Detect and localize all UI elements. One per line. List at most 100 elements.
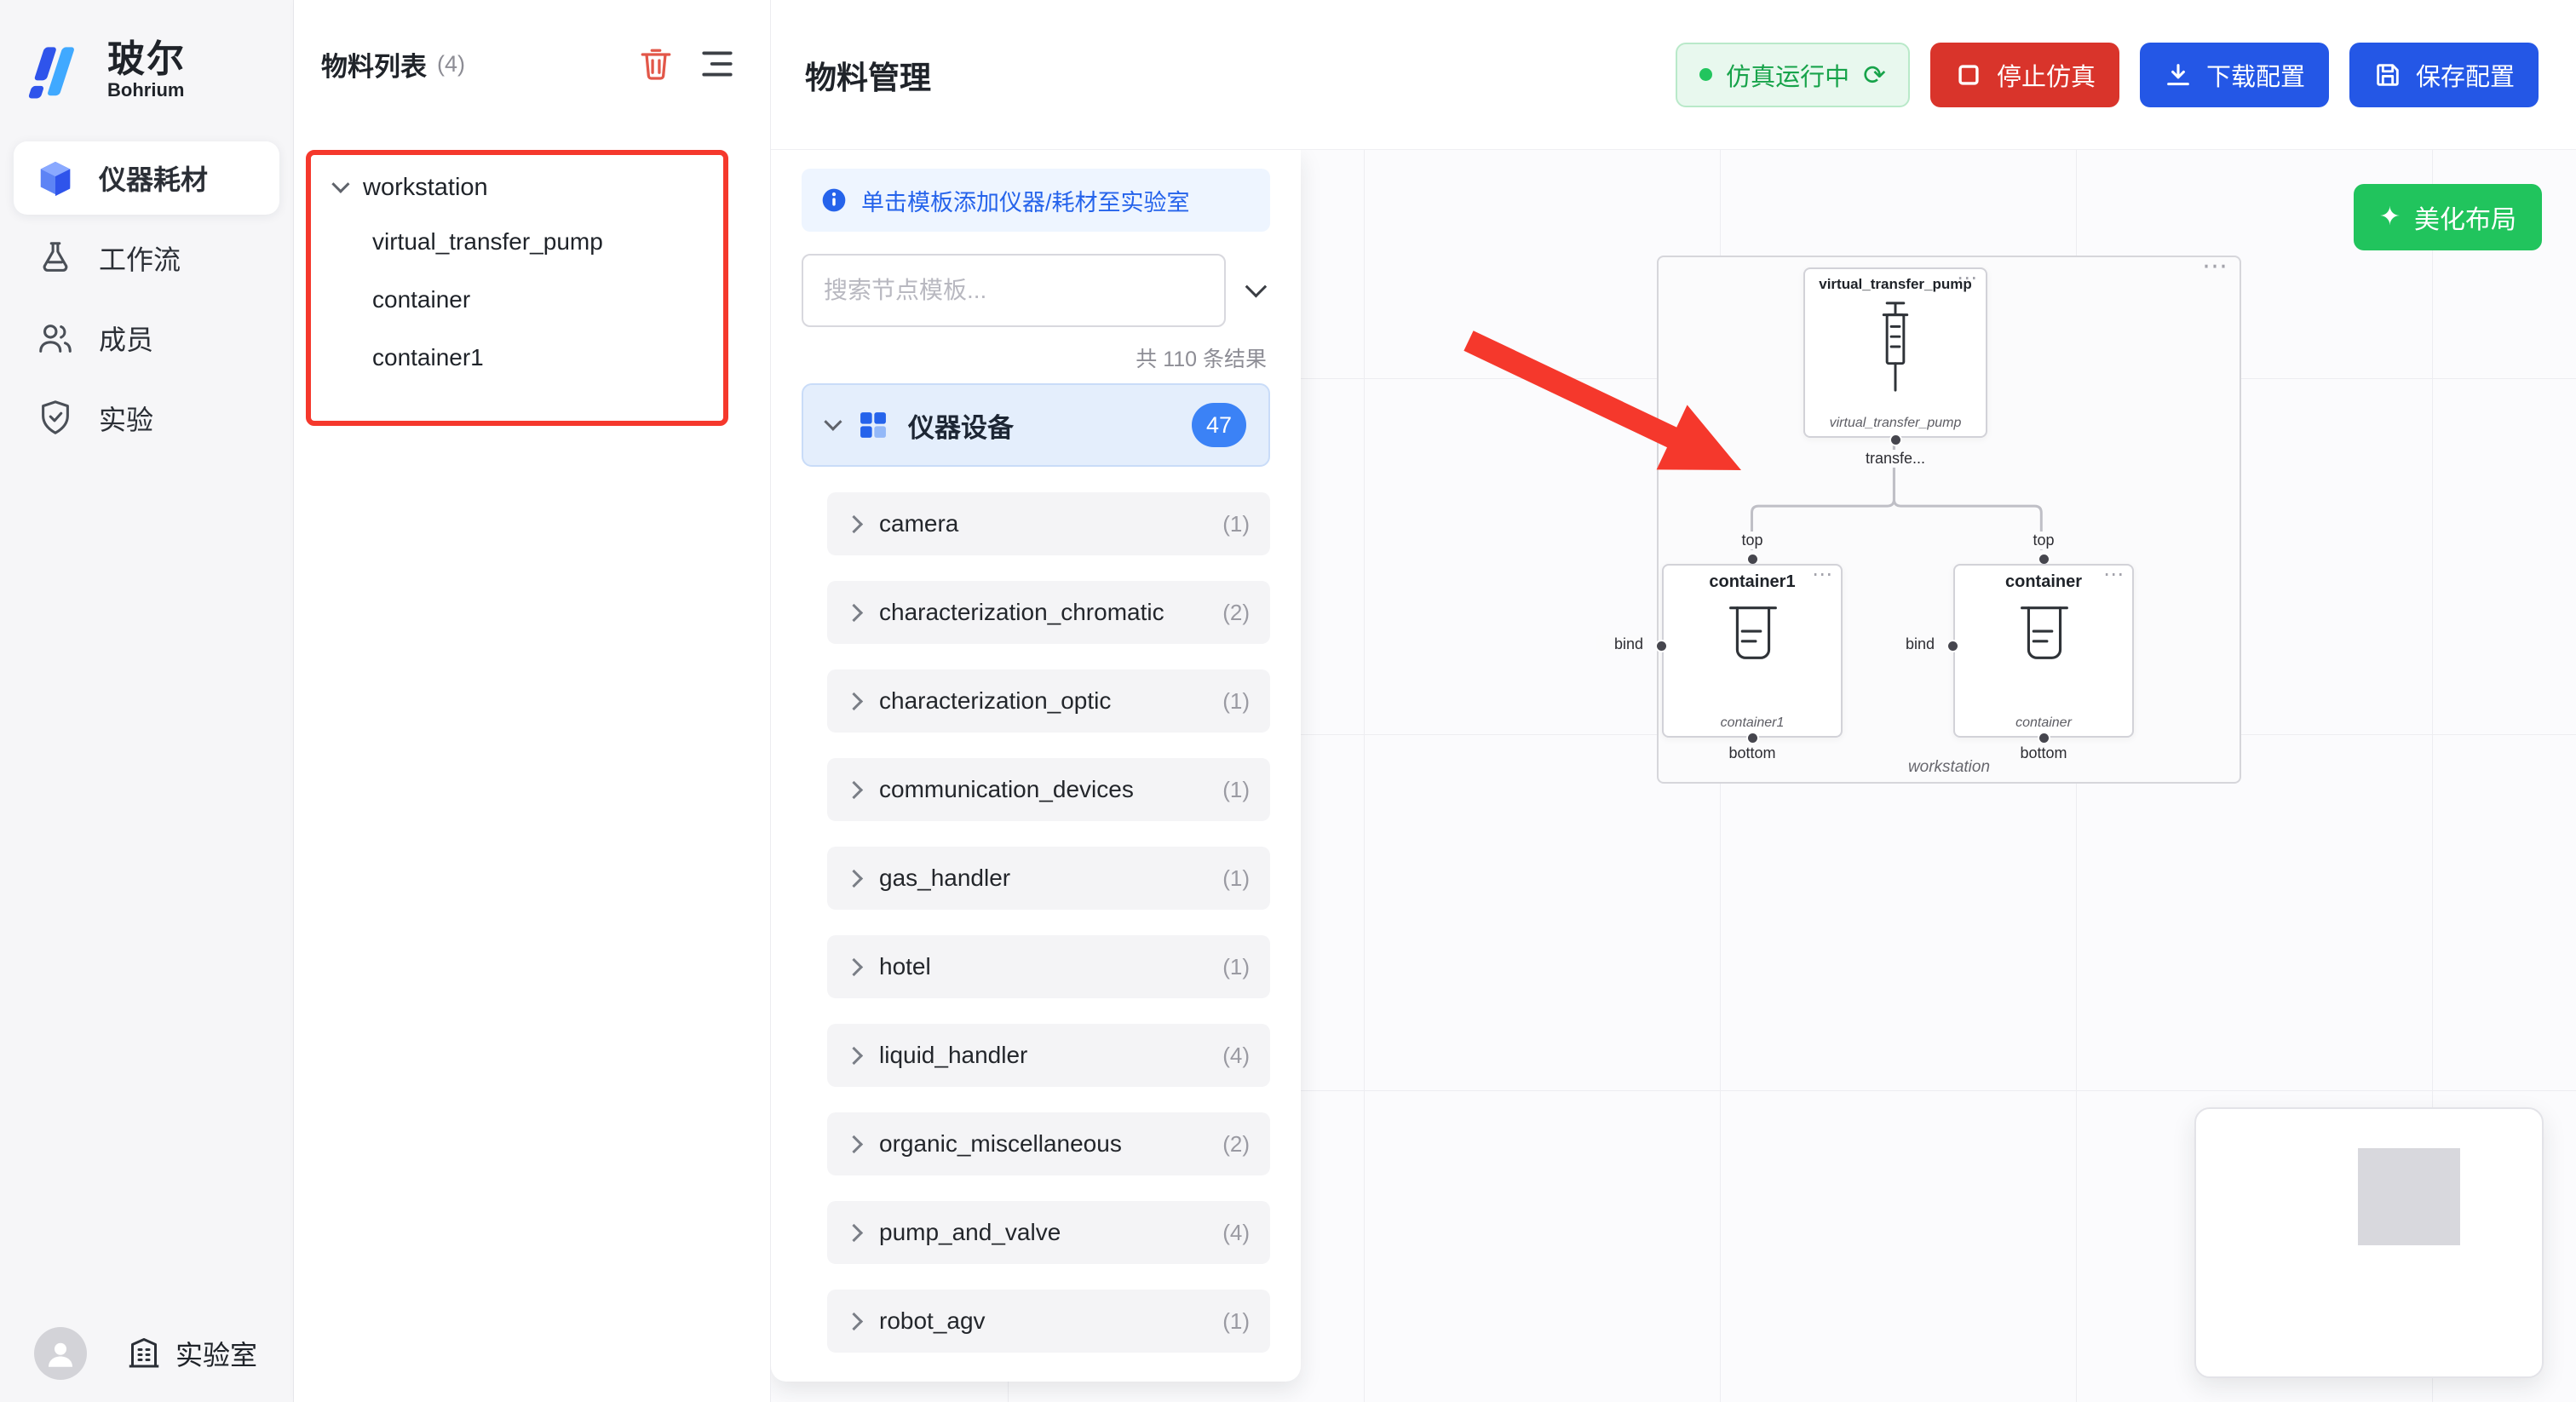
item-label: camera <box>879 510 959 537</box>
node-virtual-transfer-pump[interactable]: virtual_transfer_pump ⋯ virtual_transfer… <box>1803 267 1987 438</box>
outline-list-button[interactable] <box>695 42 739 86</box>
logo-text: 玻尔 Bohrium <box>107 39 186 101</box>
tree-item-virtual-transfer-pump[interactable]: virtual_transfer_pump <box>294 213 770 271</box>
category-instruments[interactable]: 仪器设备 47 <box>802 383 1270 467</box>
refresh-icon[interactable]: ⟳ <box>1863 59 1886 90</box>
palette-item-camera[interactable]: camera (1) <box>827 492 1270 555</box>
palette-item-liquid-handler[interactable]: liquid_handler (4) <box>827 1024 1270 1087</box>
outline-list-icon <box>702 51 733 77</box>
trash-button[interactable] <box>634 42 678 86</box>
info-icon <box>822 188 846 212</box>
tree-child-label: virtual_transfer_pump <box>372 228 603 255</box>
pump-transfer-port[interactable] <box>1891 435 1900 445</box>
stop-simulation-button[interactable]: 停止仿真 <box>1929 42 2119 107</box>
item-count: (4) <box>1222 1042 1250 1068</box>
stop-label: 停止仿真 <box>1996 63 2096 91</box>
sidebar-footer: 实验室 <box>0 1327 293 1380</box>
chevron-right-icon <box>844 869 864 888</box>
diagram-canvas[interactable]: 单击模板添加仪器/耗材至实验室 共 110 条结果 <box>771 150 2576 1402</box>
status-dot-icon <box>1699 68 1713 81</box>
chevron-right-icon <box>844 1223 864 1242</box>
palette-item-characterization-chromatic[interactable]: characterization_chromatic (2) <box>827 581 1270 644</box>
node-container[interactable]: container ⋯ container <box>1953 563 2134 738</box>
palette-info-banner: 单击模板添加仪器/耗材至实验室 <box>802 169 1270 232</box>
container-bind-label: bind <box>1887 635 1938 653</box>
sidebar-item-experiments[interactable]: 实验 <box>14 382 279 455</box>
item-label: characterization_optic <box>879 687 1112 714</box>
tree-child-label: container1 <box>372 344 484 371</box>
palette-item-communication-devices[interactable]: communication_devices (1) <box>827 758 1270 821</box>
palette-item-hotel[interactable]: hotel (1) <box>827 935 1270 998</box>
minimap-viewport[interactable] <box>2358 1148 2460 1245</box>
download-config-button[interactable]: 下载配置 <box>2139 42 2329 107</box>
node-title: container <box>2004 572 2083 591</box>
sidebar-item-label: 成员 <box>99 325 154 355</box>
result-count: 共 110 条结果 <box>1136 348 1267 371</box>
container1-bind-port[interactable] <box>1657 641 1666 651</box>
sidebar-item-instruments[interactable]: 仪器耗材 <box>14 141 279 215</box>
sidebar-item-members[interactable]: 成员 <box>14 302 279 375</box>
container1-top-port[interactable] <box>1748 554 1757 564</box>
sidebar-item-label: 工作流 <box>99 244 181 275</box>
bohrium-logo-icon <box>28 47 74 99</box>
container-top-label: top <box>2010 531 2078 549</box>
beaker-icon <box>1955 595 2132 674</box>
page-title: 物料管理 <box>805 60 931 95</box>
palette-item-pump-and-valve[interactable]: pump_and_valve (4) <box>827 1201 1270 1264</box>
beautify-layout-button[interactable]: ✦ 美化布局 <box>2353 184 2542 250</box>
item-label: hotel <box>879 953 931 980</box>
palette-item-gas-handler[interactable]: gas_handler (1) <box>827 847 1270 910</box>
tree-item-container1[interactable]: container1 <box>294 329 770 387</box>
chevron-right-icon <box>844 514 864 533</box>
workstation-group-node[interactable]: ⋯ virtual_transfer_pump ⋯ virtua <box>1596 252 2241 784</box>
group-menu-icon[interactable]: ⋯ <box>2202 252 2228 280</box>
tree-item-container[interactable]: container <box>294 271 770 329</box>
simulation-status-pill[interactable]: 仿真运行中 ⟳ <box>1676 42 1910 107</box>
tree-root-label: workstation <box>363 173 488 201</box>
avatar[interactable] <box>34 1327 87 1380</box>
chevron-right-icon <box>844 692 864 710</box>
node-menu-icon[interactable]: ⋯ <box>2103 563 2124 586</box>
item-count: (1) <box>1222 687 1250 714</box>
logo[interactable]: 玻尔 Bohrium <box>0 0 293 104</box>
beautify-label: 美化布局 <box>2414 206 2516 234</box>
collapse-all-button[interactable] <box>1239 276 1270 298</box>
palette-item-robot-agv[interactable]: robot_agv (1) <box>827 1290 1270 1353</box>
node-palette: 单击模板添加仪器/耗材至实验室 共 110 条结果 <box>771 150 1301 1382</box>
node-container1[interactable]: container1 ⋯ container1 <box>1662 563 1843 738</box>
chevron-right-icon <box>844 1135 864 1153</box>
save-config-button[interactable]: 保存配置 <box>2349 42 2539 107</box>
container1-bind-label: bind <box>1596 635 1647 653</box>
item-count: (2) <box>1222 1130 1250 1157</box>
chevron-right-icon <box>844 780 864 799</box>
sidebar-item-workflow[interactable]: 工作流 <box>14 221 279 295</box>
material-list-actions <box>634 42 739 86</box>
main-area: 物料管理 仿真运行中 ⟳ 停止仿真 下载配置 <box>771 0 2576 1402</box>
node-menu-icon[interactable]: ⋯ <box>1957 267 1977 290</box>
node-menu-icon[interactable]: ⋯ <box>1812 563 1832 586</box>
node-title: container1 <box>1709 572 1796 591</box>
minimap[interactable] <box>2194 1107 2544 1378</box>
tree-item-workstation[interactable]: workstation <box>294 162 770 213</box>
sidebar-item-label: 实验 <box>99 405 154 435</box>
download-label: 下载配置 <box>2205 63 2305 91</box>
item-count: (4) <box>1222 1219 1250 1245</box>
material-list-count: (4) <box>437 50 465 77</box>
sidebar-lab-link[interactable]: 实验室 <box>126 1334 257 1373</box>
material-tree: workstation virtual_transfer_pump contai… <box>294 162 770 387</box>
palette-item-characterization-optic[interactable]: characterization_optic (1) <box>827 669 1270 733</box>
pump-port-label: transfe... <box>1844 450 1946 468</box>
sparkle-icon: ✦ <box>2378 203 2401 231</box>
container-bind-port[interactable] <box>1948 641 1958 651</box>
material-list-panel: 物料列表 (4) workstation <box>294 0 771 1402</box>
item-count: (1) <box>1222 776 1250 802</box>
container-bottom-port[interactable] <box>2039 733 2049 743</box>
palette-item-organic-miscellaneous[interactable]: organic_miscellaneous (2) <box>827 1112 1270 1175</box>
container1-top-label: top <box>1718 531 1786 549</box>
search-row <box>802 254 1270 327</box>
container-top-port[interactable] <box>2039 554 2049 564</box>
container1-bottom-port[interactable] <box>1748 733 1757 743</box>
search-input[interactable] <box>802 254 1226 327</box>
chevron-down-icon <box>824 412 842 431</box>
stop-icon <box>1958 64 1979 85</box>
